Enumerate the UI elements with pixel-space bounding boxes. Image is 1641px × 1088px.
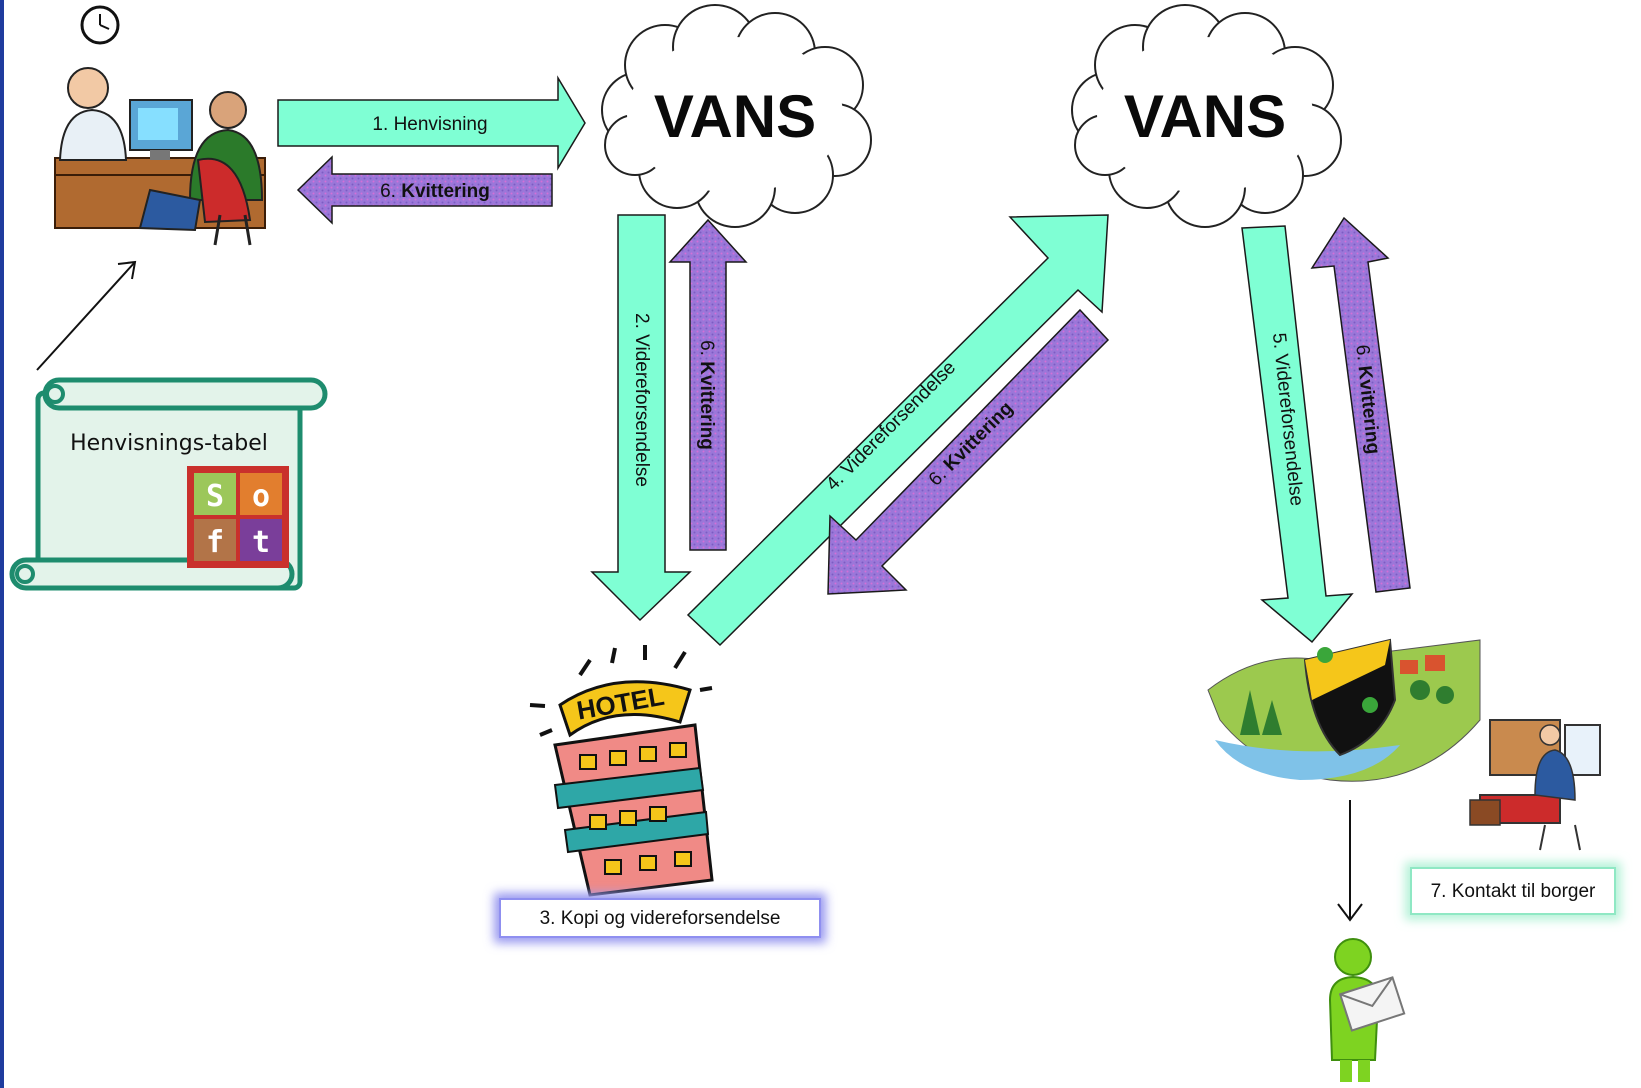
clock-icon — [80, 5, 120, 45]
arrow-municipality-to-citizen — [1337, 800, 1363, 922]
office-worker-icon — [1469, 719, 1601, 851]
soft-logo: S o f t — [187, 466, 289, 568]
henvisnings-tabel-scroll: Henvisnings-tabel S o f t — [9, 377, 328, 591]
svg-text:S: S — [206, 479, 224, 514]
arrow-kvittering-top: 6. Kvittering — [296, 155, 553, 225]
left-border — [0, 0, 4, 1088]
svg-text:6. Kvittering: 6. Kvittering — [696, 340, 717, 450]
doctor-patient-desk-icon — [54, 67, 266, 246]
svg-text:6. Kvittering: 6. Kvittering — [380, 181, 490, 202]
svg-text:o: o — [252, 479, 270, 514]
arrow-videreforsendelse-diagonal: 4. Videreforsendelse — [686, 214, 1109, 647]
arrow-henvisning: 1. Henvisning — [277, 75, 586, 171]
municipality-landscape-icon — [1207, 638, 1481, 782]
citizen-envelope-icon — [1328, 938, 1406, 1082]
vans-cloud-left: VANS — [601, 4, 872, 228]
hotel-sign: HOTEL — [574, 681, 666, 726]
hotel-icon: HOTEL — [529, 645, 714, 897]
vans-label-right: VANS — [1124, 83, 1286, 150]
arrow-scroll-to-doctor — [36, 260, 137, 371]
scroll-title: Henvisnings-tabel — [70, 431, 268, 456]
svg-text:1. Henvisning: 1. Henvisning — [372, 114, 487, 135]
svg-text:f: f — [206, 525, 224, 560]
arrow-kvittering-up-right: 6. Kvittering — [1310, 216, 1411, 593]
arrow-videreforsendelse-down-right: 5. Videreforsendelse — [1241, 225, 1354, 644]
svg-text:t: t — [252, 525, 270, 560]
svg-text:2. Videreforsendelse: 2. Videreforsendelse — [631, 313, 652, 487]
kontakt-box: 7. Kontakt til borger — [1405, 862, 1621, 920]
kontakt-label: 7. Kontakt til borger — [1431, 881, 1596, 902]
vans-label-left: VANS — [654, 83, 816, 150]
vans-cloud-right: VANS — [1071, 4, 1342, 228]
arrow-kvittering-up-mid: 6. Kvittering — [668, 218, 748, 551]
kopi-label: 3. Kopi og videreforsendelse — [540, 908, 781, 929]
arrow-videreforsendelse-down-left: 2. Videreforsendelse — [590, 214, 692, 622]
kopi-box: 3. Kopi og videreforsendelse — [494, 893, 826, 943]
